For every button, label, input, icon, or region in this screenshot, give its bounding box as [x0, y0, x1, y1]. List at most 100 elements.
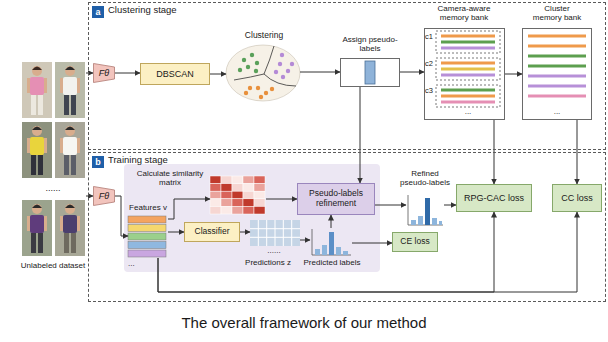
cluster-scatter	[246, 65, 250, 69]
flow-arrow	[266, 199, 297, 200]
pseudo-label-box: Assign pseudo-labels	[340, 58, 400, 87]
similarity-matrix: Calculate similarity matrix	[210, 176, 266, 214]
cluster-scatter	[248, 86, 252, 90]
person-photo	[60, 138, 63, 153]
cluster-scatter	[250, 53, 254, 57]
similarity-cells	[210, 191, 221, 199]
encoder-label: Fθ	[99, 191, 109, 201]
camera-memory-slots	[441, 47, 495, 50]
cluster-scatter	[280, 53, 284, 57]
person-photo	[63, 215, 77, 233]
cluster-scatter	[281, 75, 285, 79]
person-photo	[22, 62, 52, 118]
person-photo	[64, 155, 69, 175]
person-photo	[60, 216, 63, 231]
cluster-scatter	[242, 58, 246, 62]
camera-id: c3	[425, 87, 437, 96]
person-photo	[44, 216, 47, 231]
person-photo	[32, 127, 42, 131]
cluster-scatter	[290, 62, 294, 66]
person-photo	[31, 95, 36, 115]
trapezoid-outline	[94, 187, 115, 206]
refined-histogram	[418, 216, 423, 225]
predicted-histogram	[322, 245, 327, 255]
figure-label: Predicted labels	[300, 258, 364, 267]
similarity-cells	[254, 199, 265, 207]
camera-memory-slots	[441, 95, 495, 98]
cluster-memory-lines	[528, 95, 586, 98]
person-photo	[32, 67, 42, 71]
memory-bank: Cluster memory bank	[522, 28, 592, 120]
person-photo	[22, 122, 52, 178]
similarity-cells	[232, 184, 243, 192]
cluster-memory-lines	[528, 85, 586, 88]
person-photo	[64, 95, 69, 115]
similarity-cells	[221, 184, 232, 192]
predicted-histogram	[315, 249, 320, 255]
person-photo	[32, 126, 42, 136]
person-photo	[27, 138, 30, 153]
person-photo	[27, 78, 30, 93]
person-photo	[71, 95, 76, 115]
encoder-trapezoid: Fθ	[93, 186, 115, 206]
cluster-scatter	[274, 70, 278, 74]
flow-arrow	[352, 243, 392, 244]
similarity-cells	[221, 199, 232, 207]
training-shade	[124, 164, 380, 272]
prediction-cells	[275, 220, 276, 246]
cluster-scatter	[234, 74, 264, 80]
box-label: CC loss	[561, 193, 593, 203]
cluster-scatter	[244, 86, 274, 99]
stage-panel: bTraining stageFθFeatures vCalculate sim…	[88, 152, 606, 302]
cluster-memory-lines	[528, 65, 586, 68]
person-photo	[65, 205, 75, 209]
person-photo	[44, 78, 47, 93]
person-photo	[55, 200, 85, 256]
person-photo	[30, 137, 44, 155]
encoder-label: Fθ	[99, 68, 109, 78]
refined-histogram	[439, 221, 442, 225]
cluster-memory-lines	[528, 35, 586, 38]
similarity-cells	[243, 206, 254, 214]
feature-bars	[128, 250, 166, 257]
classifier-box: Classifier	[184, 222, 240, 242]
loss-box: CC loss	[552, 184, 602, 212]
pseudo-label-bar	[365, 61, 375, 84]
person-photo	[38, 95, 43, 115]
panel-title: Clustering stage	[108, 5, 228, 16]
person-photo	[22, 200, 52, 256]
similarity-cells	[254, 206, 265, 214]
similarity-cells	[210, 199, 221, 207]
cluster-scatter	[270, 87, 274, 91]
loss-box: CE loss	[392, 232, 438, 252]
box-label: RPG-CAC loss	[464, 193, 524, 203]
cluster-scatter	[244, 91, 248, 95]
box-label: CE loss	[400, 237, 429, 247]
box-label: Classifier	[195, 227, 230, 237]
stage-panel: aClustering stageFθDBSCANClusteringAssig…	[88, 2, 606, 150]
feature-bars	[128, 216, 166, 257]
ellipsis: ...	[128, 259, 146, 268]
similarity-cells	[210, 176, 265, 214]
prediction-cells	[250, 220, 300, 246]
prediction-cells	[250, 237, 300, 238]
cluster-scatter	[226, 45, 300, 101]
similarity-cells	[243, 176, 254, 184]
panel-title: Training stage	[108, 155, 228, 166]
camera-memory-slots	[441, 62, 495, 65]
process-box: Pseudo-labels refinement	[297, 183, 375, 215]
flow-arrow	[375, 205, 406, 206]
similarity-cells	[243, 184, 254, 192]
feature-bars	[128, 242, 166, 249]
flow-arrow	[168, 199, 210, 219]
flow-arrow	[300, 72, 340, 73]
person-photo	[63, 77, 77, 95]
prediction-cells	[283, 220, 284, 246]
similarity-cells	[232, 206, 243, 214]
cluster-scatter	[238, 68, 242, 72]
camera-memory-slots	[441, 35, 495, 38]
refined-histogram	[432, 218, 437, 225]
